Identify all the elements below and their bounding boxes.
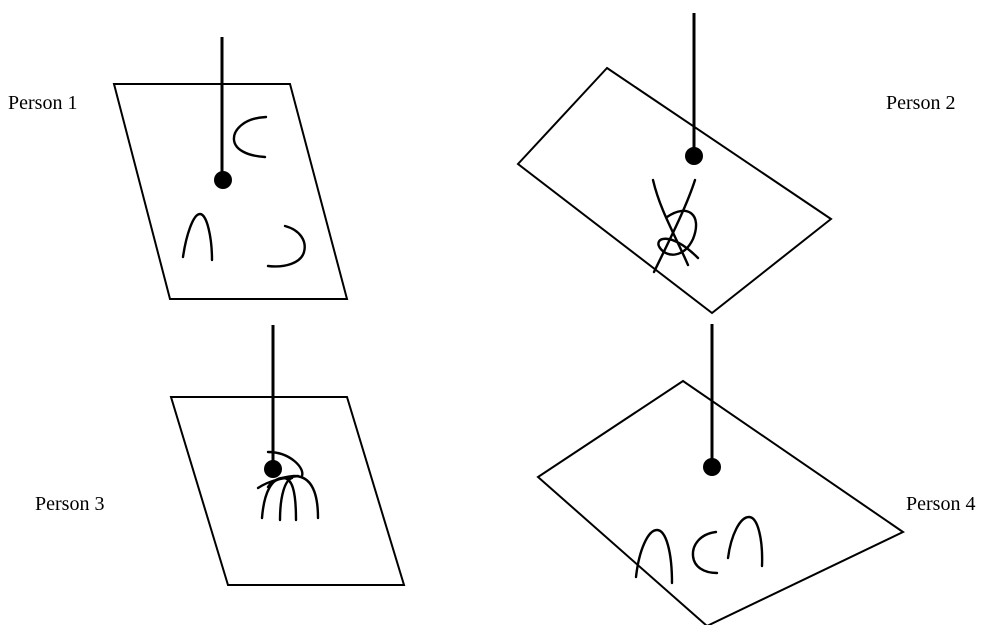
panel-person-3: Person 3 — [35, 325, 404, 585]
panel-person-4: Person 4 — [538, 324, 975, 625]
curve-4b-person-4 — [693, 532, 717, 573]
curve-3d-person-3 — [268, 476, 318, 518]
curve-2c-person-2 — [658, 211, 698, 258]
probe-tip-person-4 — [703, 458, 721, 476]
label-person-2: Person 2 — [886, 92, 955, 114]
label-person-4: Person 4 — [906, 493, 975, 515]
curve-1b-person-1 — [183, 214, 212, 260]
probe-tip-person-1 — [214, 171, 232, 189]
curve-4a-person-4 — [636, 530, 672, 583]
panel-person-2: Person 2 — [518, 13, 955, 313]
probe-tip-person-2 — [685, 147, 703, 165]
probe-tip-person-3 — [264, 460, 282, 478]
curve-4c-person-4 — [728, 517, 762, 566]
plane-person-2 — [518, 68, 831, 313]
label-person-1: Person 1 — [8, 92, 77, 114]
plane-person-4 — [538, 381, 903, 625]
plane-person-1 — [114, 84, 347, 299]
curve-2b-person-2 — [654, 180, 695, 272]
curve-1c-person-1 — [268, 226, 305, 266]
plane-person-3 — [171, 397, 404, 585]
panel-person-1: Person 1 — [8, 37, 347, 299]
curve-1a-person-1 — [234, 117, 266, 157]
label-person-3: Person 3 — [35, 493, 104, 515]
